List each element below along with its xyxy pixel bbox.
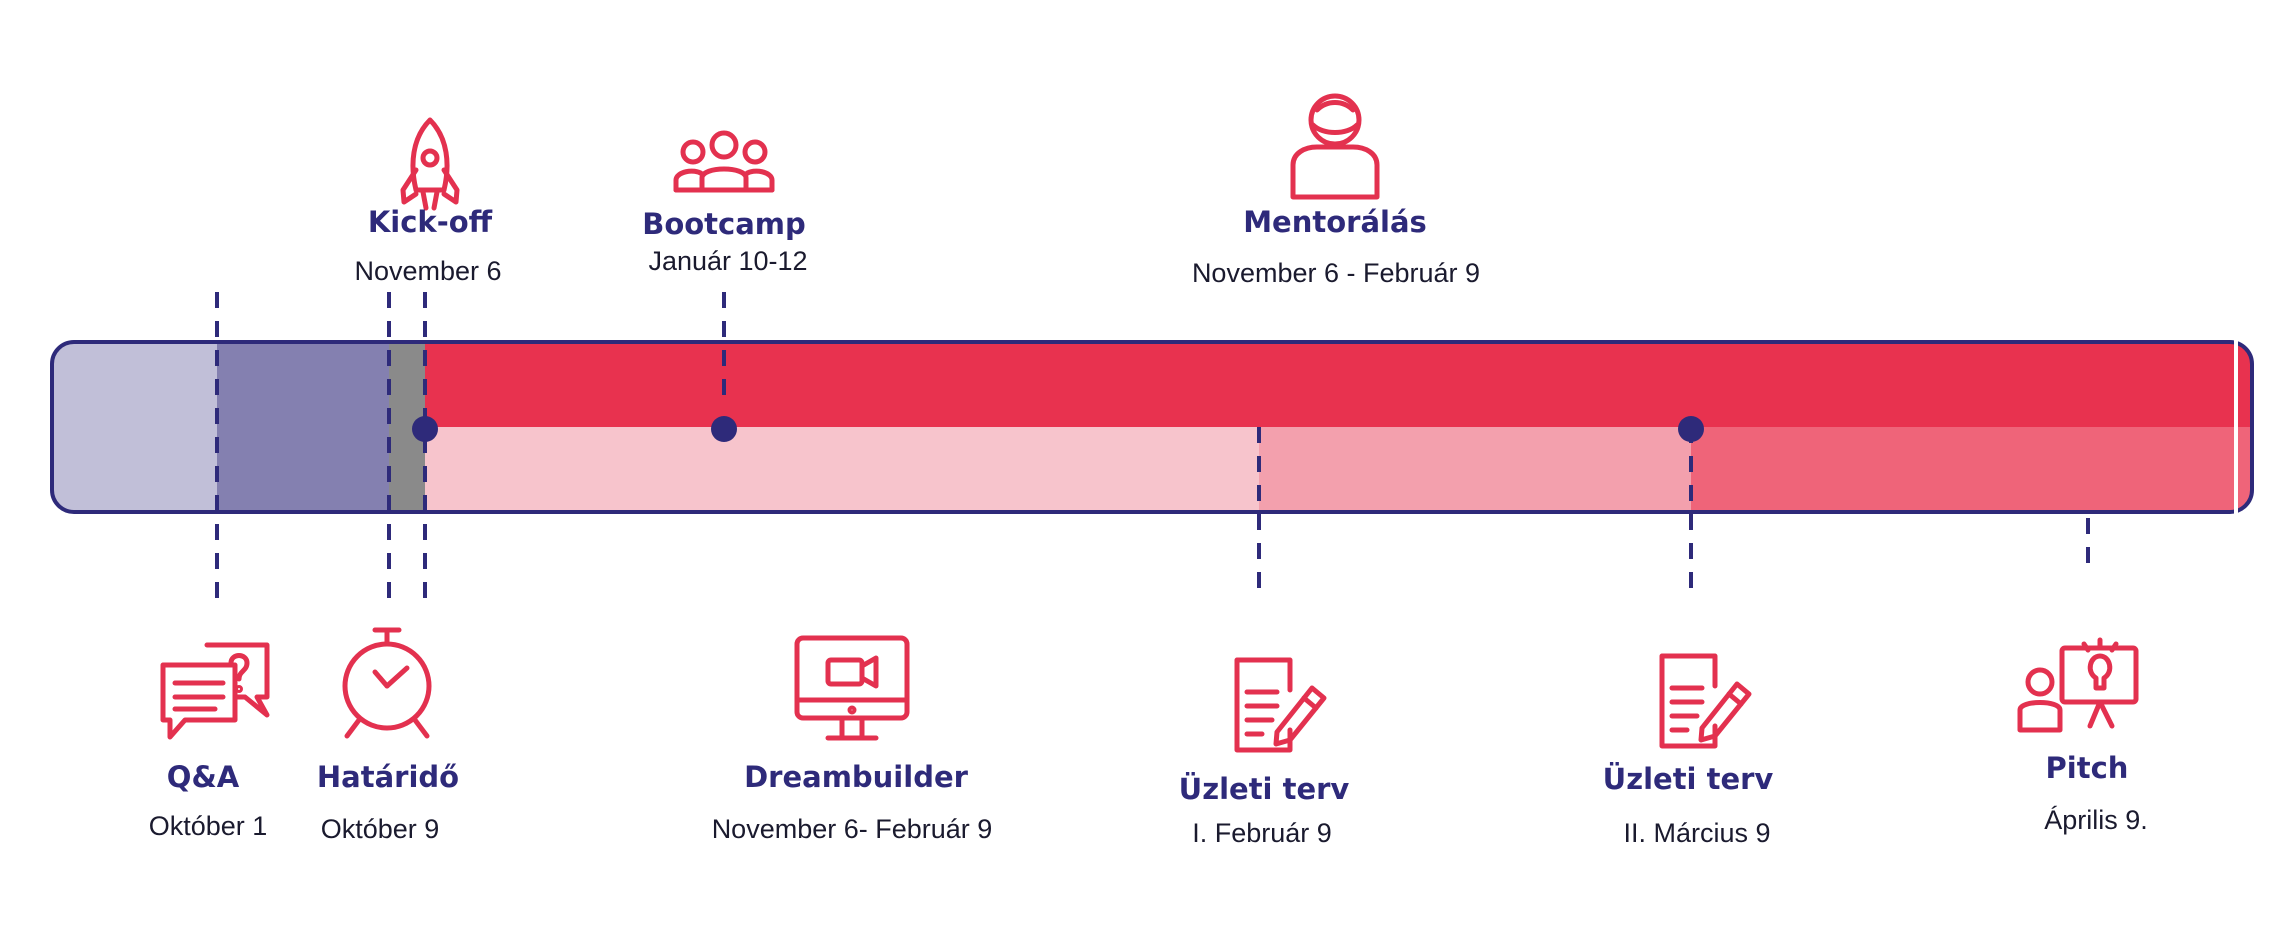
event-date-bootcamp: Január 10-12 [648,246,807,276]
document-pen-icon [1659,653,1752,749]
event-date-uzleti2: II. Március 9 [1623,818,1770,848]
connector-lines [215,292,2090,600]
video-monitor-icon [794,635,910,741]
event-date-mentoralas: November 6 - Február 9 [1192,258,1480,288]
segment-mentoring-bar [425,342,2252,427]
event-title-uzleti1: Üzleti terv [1179,772,1350,806]
alarm-clock-icon [342,627,432,739]
timeline-track [52,342,2252,512]
event-date-kickoff: November 6 [354,256,501,286]
event-date-dreambuilder: November 6- Február 9 [712,814,993,844]
document-pen-icon [1234,657,1327,753]
event-title-pitch: Pitch [2046,751,2129,785]
event-title-mentoralas: Mentorálás [1243,205,1427,239]
segment-application [217,342,389,512]
segment-business-plan-2 [1691,427,2252,512]
milestone-dot-kickoff [412,416,438,442]
event-title-uzleti2: Üzleti terv [1603,762,1774,796]
event-title-kickoff: Kick-off [368,205,493,239]
question-chat-icon [160,642,270,740]
event-date-pitch: Április 9. [2044,805,2148,835]
segment-business-plan-1 [1259,427,1691,512]
rocket-icon [400,117,460,211]
segment-dreambuilder [425,427,1259,512]
event-title-qa: Q&A [167,760,240,794]
milestone-dot-bootcamp [711,416,737,442]
event-title-dreambuilder: Dreambuilder [744,760,969,794]
segment-pre-qa [52,342,217,512]
presentation-icon [2017,637,2139,733]
event-date-uzleti1: I. Február 9 [1192,818,1332,848]
mentor-icon [1290,93,1380,200]
event-date-qa: Október 1 [149,811,268,841]
group-icon [673,130,775,193]
event-date-hatarido: Október 9 [321,814,440,844]
milestone-dot-uzleti2 [1678,416,1704,442]
event-title-hatarido: Határidő [317,760,459,794]
event-title-bootcamp: Bootcamp [642,207,806,241]
timeline-track-outline [50,340,2254,514]
